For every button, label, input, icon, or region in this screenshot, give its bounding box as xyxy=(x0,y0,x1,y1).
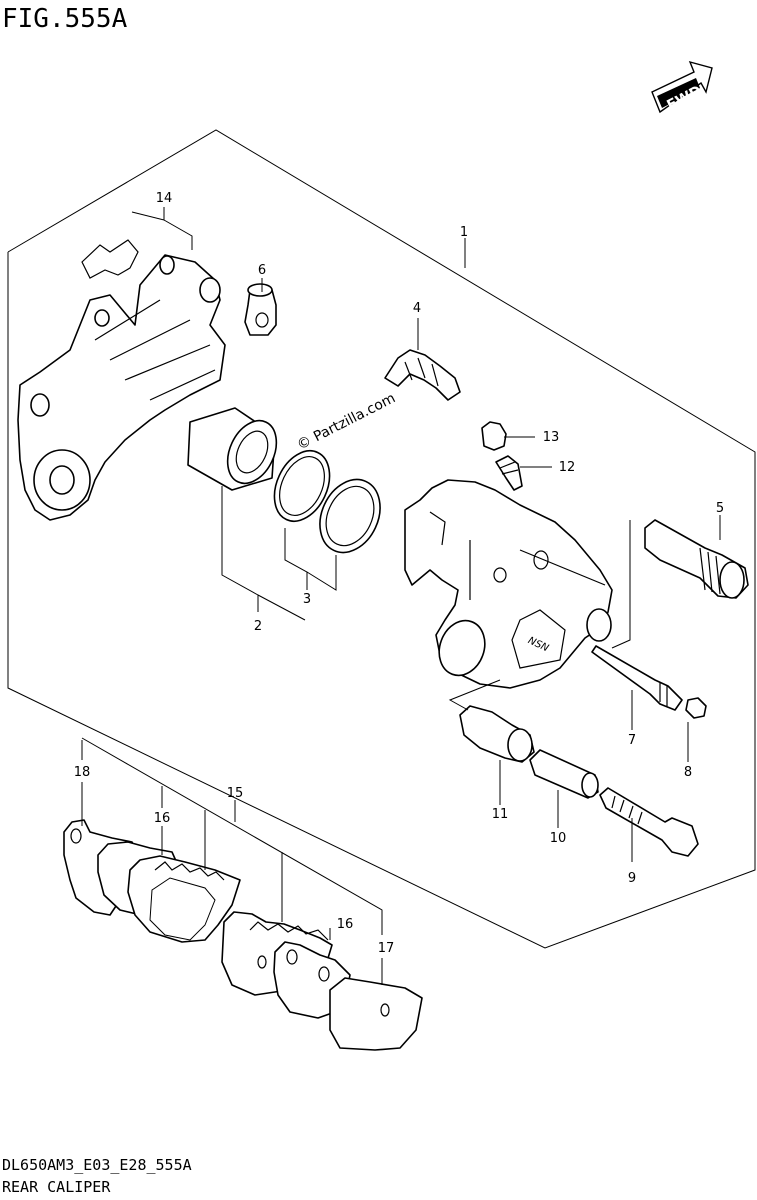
callout-labels: 1 2 3 4 5 6 7 8 9 10 11 12 13 14 15 16 1… xyxy=(74,191,724,956)
watermark-text: © Partzilla.com xyxy=(295,390,399,453)
callout-7: 7 xyxy=(628,733,636,748)
bleeder-cap-part-13 xyxy=(481,421,507,451)
callout-14: 14 xyxy=(156,191,173,206)
caliper-body-part-1: NSN xyxy=(404,479,613,689)
callout-8: 8 xyxy=(684,765,692,780)
callout-3: 3 xyxy=(303,592,311,607)
callout-2: 2 xyxy=(254,619,262,634)
leader-lines xyxy=(81,207,721,985)
boot-part-11 xyxy=(459,705,535,763)
pad-spring-part-4 xyxy=(384,349,461,401)
callout-18: 18 xyxy=(74,765,91,780)
callout-13: 13 xyxy=(543,430,560,445)
footer-code: DL650AM3_E03_E28_555A xyxy=(2,1156,192,1174)
sleeve-part-10 xyxy=(529,749,599,799)
callout-5: 5 xyxy=(716,501,724,516)
piston-part-2 xyxy=(187,407,278,491)
caliper-bracket-part xyxy=(17,239,226,521)
assembly-boundary xyxy=(7,129,756,949)
callout-15: 15 xyxy=(227,786,244,801)
callout-16b: 16 xyxy=(337,917,354,932)
bleeder-valve-part-12 xyxy=(495,455,523,491)
slide-pin-part-5 xyxy=(644,519,749,599)
callout-4: 4 xyxy=(413,301,421,316)
callout-9: 9 xyxy=(628,871,636,886)
pad-pin-plug-part-8 xyxy=(685,697,707,719)
callout-12: 12 xyxy=(559,460,576,475)
callout-16a: 16 xyxy=(154,811,171,826)
figure-label: FIG.555A xyxy=(2,4,128,34)
callout-11: 11 xyxy=(492,807,509,822)
callout-10: 10 xyxy=(550,831,567,846)
pad-pin-part-7 xyxy=(591,645,683,711)
footer-title: REAR CALIPER xyxy=(2,1178,111,1196)
bolt-part-9 xyxy=(599,787,699,857)
seal-rings-part-3 xyxy=(273,450,381,554)
boot-part-6 xyxy=(244,283,277,336)
callout-17: 17 xyxy=(378,941,395,956)
callout-1: 1 xyxy=(460,225,468,240)
brake-pad-set xyxy=(63,819,423,1051)
fwd-arrow-icon: FWD xyxy=(651,60,713,114)
callout-6: 6 xyxy=(258,263,266,278)
